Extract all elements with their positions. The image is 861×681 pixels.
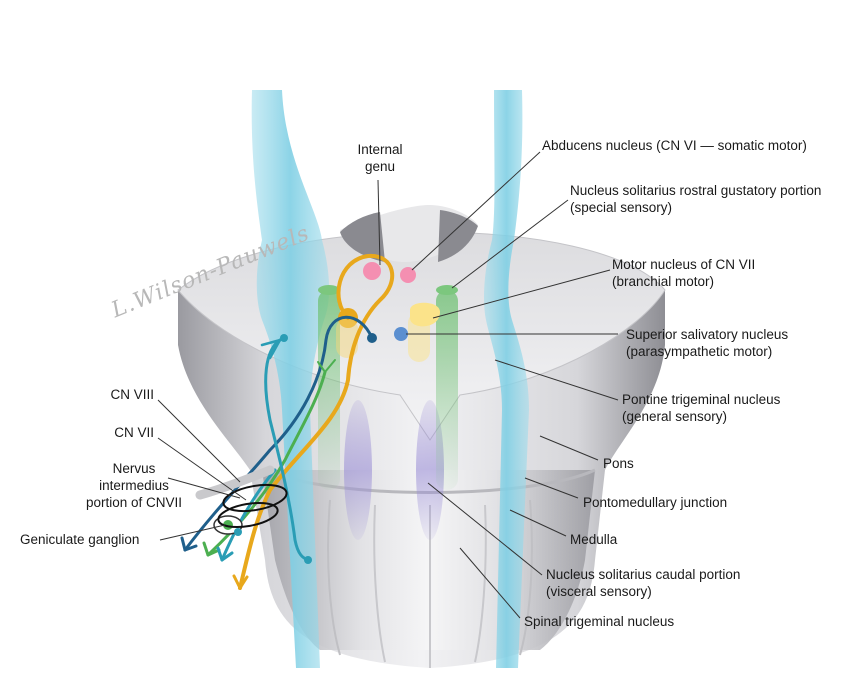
label-superior-salivatory: Superior salivatory nucleus (parasympath… xyxy=(626,326,788,360)
label-nucleus-solitarius-rostral-line-2: (special sensory) xyxy=(570,200,673,215)
label-nucleus-solitarius-rostral: Nucleus solitarius rostral gustatory por… xyxy=(570,182,821,216)
label-geniculate-ganglion-line-1: Geniculate ganglion xyxy=(20,532,140,547)
label-motor-nucleus-cn7-line-2: (branchial motor) xyxy=(612,274,715,289)
label-medulla: Medulla xyxy=(570,531,617,548)
label-cn7: CN VII xyxy=(60,424,154,441)
label-nervus-intermedius: Nervus intermedius portion of CNVII xyxy=(74,460,194,511)
label-superior-salivatory-line-1: Superior salivatory nucleus xyxy=(626,327,789,342)
label-pontomedullary-junction-line-1: Pontomedullary junction xyxy=(583,495,728,510)
label-pontine-trigeminal-line-2: (general sensory) xyxy=(622,409,728,424)
label-motor-nucleus-cn7-line-1: Motor nucleus of CN VII xyxy=(612,257,756,272)
label-pons: Pons xyxy=(603,455,634,472)
label-pontomedullary-junction: Pontomedullary junction xyxy=(583,494,727,511)
solitarius-columns xyxy=(318,285,458,490)
label-medulla-line-1: Medulla xyxy=(570,532,618,547)
label-cn8: CN VIII xyxy=(60,386,154,403)
label-geniculate-ganglion: Geniculate ganglion xyxy=(20,531,139,548)
nerve-fibers xyxy=(180,253,395,590)
label-abducens-nucleus: Abducens nucleus (CN VI — somatic motor) xyxy=(542,137,807,154)
label-superior-salivatory-line-2: (parasympathetic motor) xyxy=(626,344,773,359)
label-pontine-trigeminal: Pontine trigeminal nucleus (general sens… xyxy=(622,391,780,425)
label-nervus-intermedius-line-1: Nervus xyxy=(112,461,156,476)
label-cn7-line-1: CN VII xyxy=(114,425,154,440)
label-cn8-line-1: CN VIII xyxy=(110,387,154,402)
label-nucleus-solitarius-caudal: Nucleus solitarius caudal portion (visce… xyxy=(546,566,740,600)
label-abducens-nucleus-line-1: Abducens nucleus (CN VI — somatic motor) xyxy=(542,138,807,153)
label-nucleus-solitarius-rostral-line-1: Nucleus solitarius rostral gustatory por… xyxy=(570,183,822,198)
label-nucleus-solitarius-caudal-line-2: (visceral sensory) xyxy=(546,584,652,599)
label-nervus-intermedius-line-2: intermedius xyxy=(99,478,169,493)
label-nervus-intermedius-line-3: portion of CNVII xyxy=(85,495,183,510)
label-internal-genu-line-1: Internal xyxy=(357,142,403,157)
label-motor-nucleus-cn7: Motor nucleus of CN VII (branchial motor… xyxy=(612,256,755,290)
label-pons-line-1: Pons xyxy=(603,456,634,471)
trigeminal-columns xyxy=(251,90,529,668)
label-internal-genu-line-2: genu xyxy=(364,159,396,174)
label-pontine-trigeminal-line-1: Pontine trigeminal nucleus xyxy=(622,392,781,407)
label-nucleus-solitarius-caudal-line-1: Nucleus solitarius caudal portion xyxy=(546,567,741,582)
label-spinal-trigeminal: Spinal trigeminal nucleus xyxy=(524,613,674,630)
label-spinal-trigeminal-line-1: Spinal trigeminal nucleus xyxy=(524,614,675,629)
label-internal-genu: Internal genu xyxy=(340,141,420,175)
